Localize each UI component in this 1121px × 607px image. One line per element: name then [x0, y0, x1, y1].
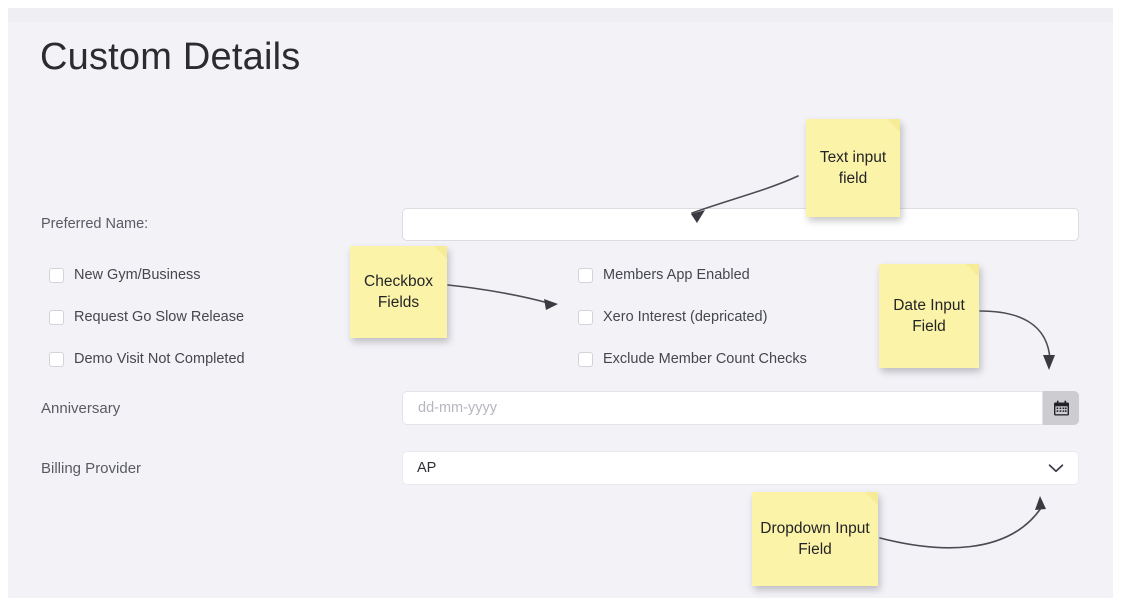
- checkbox-box[interactable]: [49, 309, 64, 325]
- checkbox-box[interactable]: [578, 309, 593, 325]
- checkbox-new-gym-business[interactable]: New Gym/Business: [49, 267, 201, 283]
- annotation-note-dropdown: Dropdown Input Field: [752, 492, 878, 586]
- checkbox-box[interactable]: [578, 267, 593, 283]
- billing-provider-label: Billing Provider: [41, 460, 142, 477]
- arrow-dropdown: [879, 507, 1042, 549]
- checkbox-box[interactable]: [49, 351, 64, 367]
- checkbox-label: Request Go Slow Release: [74, 309, 245, 325]
- checkbox-box[interactable]: [49, 267, 64, 283]
- anniversary-label: Anniversary: [41, 400, 121, 417]
- checkbox-members-app-enabled[interactable]: Members App Enabled: [578, 267, 750, 283]
- checkbox-label: Xero Interest (depricated): [603, 309, 768, 325]
- top-strip: [8, 8, 1113, 22]
- checkbox-label: Members App Enabled: [603, 267, 750, 283]
- arrowhead-checkbox: [544, 299, 558, 310]
- checkbox-label: New Gym/Business: [74, 267, 201, 283]
- anniversary-date-placeholder: dd-mm-yyyy: [418, 400, 497, 416]
- checkbox-label: Exclude Member Count Checks: [603, 351, 807, 367]
- annotation-note-date: Date Input Field: [879, 264, 979, 368]
- checkbox-label: Demo Visit Not Completed: [74, 351, 245, 367]
- annotation-note-checkbox: Checkbox Fields: [350, 246, 447, 338]
- page-title: Custom Details: [40, 36, 301, 78]
- checkbox-demo-visit-not-completed[interactable]: Demo Visit Not Completed: [49, 351, 245, 367]
- custom-details-page: Custom Details Preferred Name: New Gym/B…: [8, 8, 1113, 598]
- annotation-note-text-input: Text input field: [806, 119, 900, 217]
- calendar-button[interactable]: [1043, 391, 1079, 425]
- anniversary-date-input[interactable]: dd-mm-yyyy: [402, 391, 1043, 425]
- checkbox-request-go-slow-release[interactable]: Request Go Slow Release: [49, 309, 244, 325]
- arrow-checkbox: [447, 284, 549, 304]
- annotation-note-label: Text input field: [819, 148, 887, 187]
- preferred-name-input[interactable]: [402, 208, 1079, 241]
- checkbox-exclude-member-count-checks[interactable]: Exclude Member Count Checks: [578, 351, 807, 367]
- checkbox-xero-interest[interactable]: Xero Interest (depricated): [578, 309, 767, 325]
- checkbox-box[interactable]: [578, 351, 593, 367]
- preferred-name-label: Preferred Name:: [41, 216, 149, 232]
- anniversary-date-field[interactable]: dd-mm-yyyy: [402, 391, 1079, 425]
- arrowhead-date: [1043, 355, 1055, 370]
- billing-provider-dropdown[interactable]: AP: [402, 451, 1079, 485]
- annotation-note-label: Dropdown Input Field: [760, 519, 870, 558]
- calendar-icon: [1053, 400, 1069, 415]
- arrow-date: [979, 310, 1051, 361]
- annotation-note-label: Checkbox Fields: [364, 272, 433, 311]
- arrowhead-dropdown: [1035, 496, 1046, 510]
- billing-provider-value: AP: [417, 460, 437, 476]
- chevron-down-icon[interactable]: [1048, 463, 1064, 474]
- annotation-note-label: Date Input Field: [893, 296, 965, 335]
